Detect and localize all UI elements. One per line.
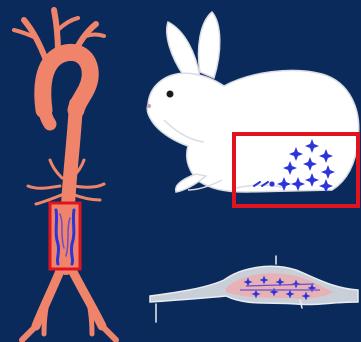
rabbit-eye: [167, 91, 174, 98]
rabbit-nose: [147, 104, 151, 108]
aorta-segment-highlight-box: [50, 203, 80, 269]
ascending-aorta-root: [44, 100, 50, 124]
